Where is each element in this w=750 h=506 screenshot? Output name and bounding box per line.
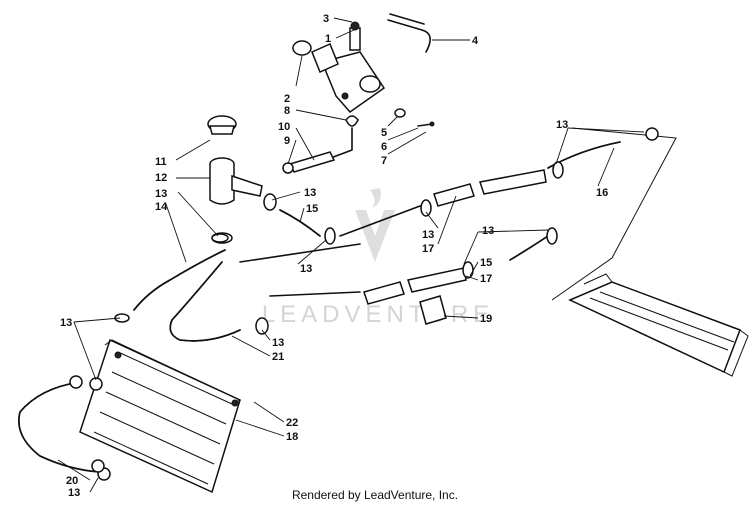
callout-1: 1 <box>325 33 331 45</box>
frame-line-upper <box>551 127 677 301</box>
callout-13d: 13 <box>422 229 434 241</box>
callout-8: 8 <box>284 105 290 117</box>
expansion-tank <box>292 21 386 114</box>
callout-3: 3 <box>323 13 329 25</box>
callout-13c: 13 <box>300 263 312 275</box>
pipe-upper <box>339 127 659 237</box>
watermark: LEADVENTURE <box>262 188 494 328</box>
callout-14: 14 <box>155 201 168 213</box>
filler-neck <box>207 115 263 244</box>
overflow-hose <box>387 19 431 53</box>
callout-19: 19 <box>480 313 492 325</box>
callout-9: 9 <box>284 135 290 147</box>
clamps <box>89 161 564 473</box>
callout-18: 18 <box>286 431 298 443</box>
callout-13f: 13 <box>482 225 494 237</box>
callout-20: 20 <box>66 475 78 487</box>
callout-12: 12 <box>155 172 167 184</box>
radiator-panel <box>79 338 242 494</box>
washer <box>394 108 406 118</box>
callout-2: 2 <box>284 93 290 105</box>
watermark-text: LEADVENTURE <box>262 301 494 328</box>
callout-21: 21 <box>272 351 284 363</box>
callout-13i: 13 <box>68 487 80 499</box>
footer-credit: Rendered by LeadVenture, Inc. <box>291 488 459 502</box>
callout-15b: 15 <box>480 257 492 269</box>
callout-10: 10 <box>278 121 290 133</box>
callout-13h: 13 <box>272 337 284 349</box>
callout-13e: 13 <box>556 119 568 131</box>
hose-clamp-8 <box>345 115 359 127</box>
hose-14 <box>133 249 226 311</box>
callout-7: 7 <box>381 155 387 167</box>
callout-16: 16 <box>596 187 608 199</box>
callout-5: 5 <box>381 127 387 139</box>
callout-13b: 13 <box>304 187 316 199</box>
heat-exchanger <box>568 273 749 377</box>
watermark-logo-icon <box>355 188 395 262</box>
leader-lines <box>57 17 645 493</box>
pipe-lower <box>239 235 549 325</box>
callout-15: 15 <box>306 203 318 215</box>
callout-labels: 1 2 3 4 5 6 7 8 9 10 11 12 13 13 13 13 1… <box>60 13 608 499</box>
callout-22: 22 <box>286 417 298 429</box>
callout-13g: 13 <box>60 317 72 329</box>
callout-11: 11 <box>155 156 167 168</box>
callout-4: 4 <box>472 35 479 47</box>
callout-17b: 17 <box>480 273 492 285</box>
callout-13: 13 <box>155 188 167 200</box>
callout-6: 6 <box>381 141 387 153</box>
callout-17: 17 <box>422 243 434 255</box>
